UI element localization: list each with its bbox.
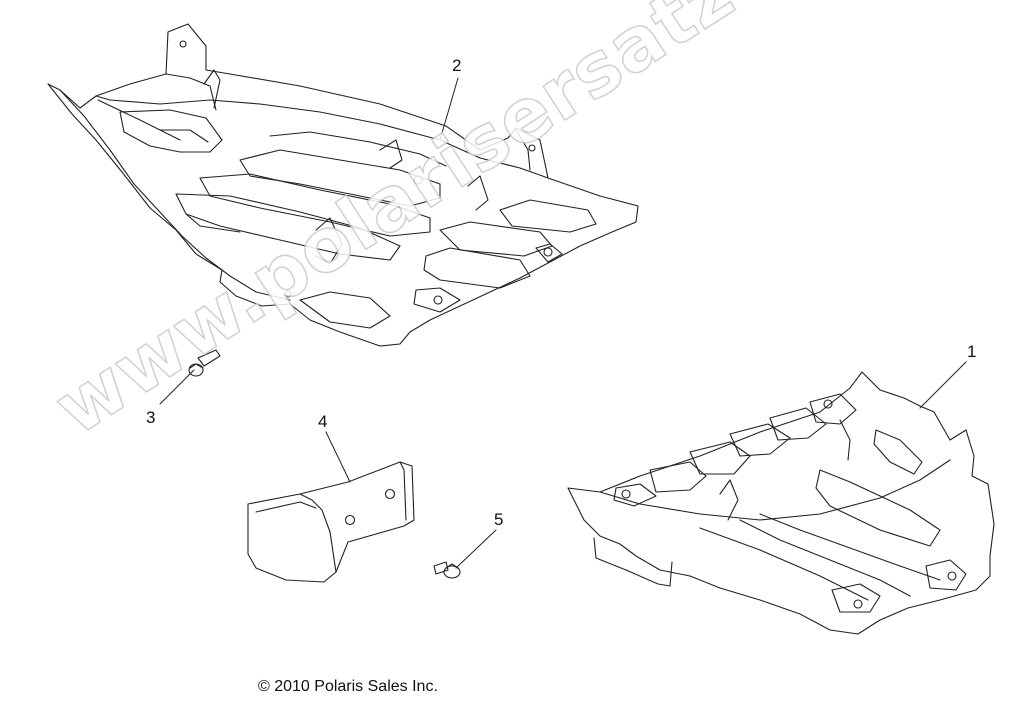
callout-4: 4	[318, 412, 328, 431]
leader-line-4	[325, 431, 351, 483]
leader-line-1	[919, 361, 967, 409]
leader-line-3	[159, 369, 195, 405]
leader-line-5	[455, 529, 497, 569]
callout-1: 1	[967, 342, 977, 361]
skid-plate-large-part-2	[47, 23, 639, 347]
callout-5: 5	[494, 510, 504, 529]
callout-3: 3	[146, 408, 156, 427]
leader-lines	[159, 77, 967, 569]
bracket-part-4	[247, 461, 415, 583]
copyright-text: © 2010 Polaris Sales Inc.	[258, 678, 438, 695]
skid-plate-small-part-1	[567, 371, 995, 635]
callout-2: 2	[452, 56, 462, 75]
bolt-part-3	[188, 349, 221, 377]
leader-line-2	[439, 77, 459, 141]
screw-part-5	[433, 561, 461, 579]
